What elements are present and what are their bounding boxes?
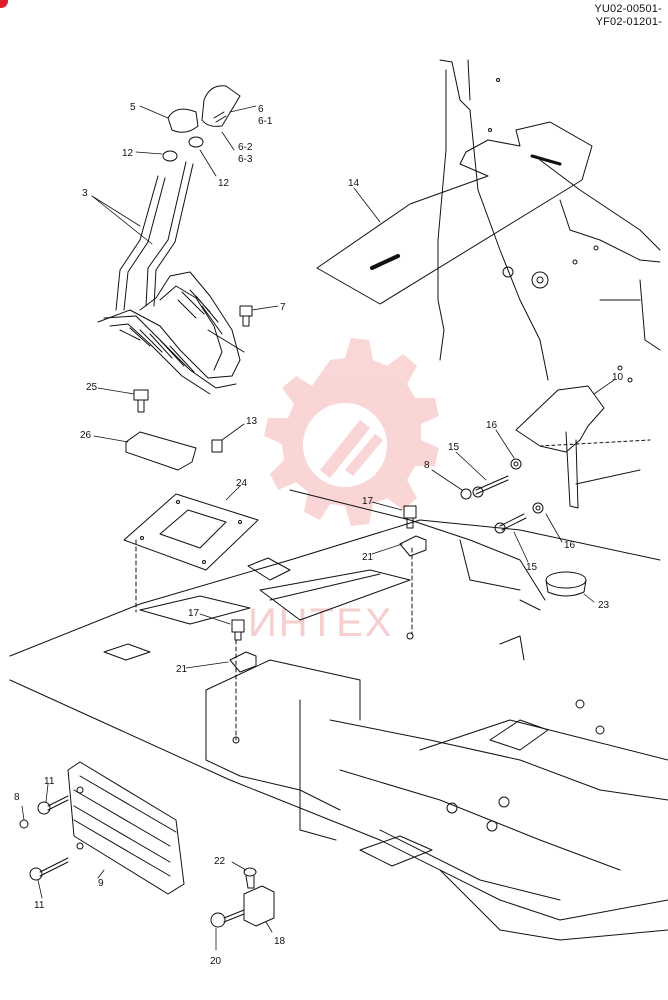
plate-14[interactable]: [316, 121, 593, 305]
callout-12-right: 12: [218, 178, 230, 189]
nut-12[interactable]: [162, 136, 204, 162]
bolt-25[interactable]: [133, 389, 149, 413]
cover-9[interactable]: [67, 761, 185, 895]
callout-labels: 5 6 6-1 12 6-2 6-3 12 3 14 7 25 10 13 26…: [14, 102, 624, 967]
callout-16-lower: 16: [564, 540, 576, 551]
plate-24[interactable]: [123, 493, 259, 571]
callout-17-upper: 17: [362, 496, 374, 507]
grip-6[interactable]: [201, 85, 241, 127]
bolt-20[interactable]: [210, 909, 245, 928]
part-code-1: YU02-00501-: [594, 3, 662, 15]
callout-15-lower: 15: [526, 562, 538, 573]
bolt-7[interactable]: [239, 305, 253, 327]
callout-16-upper: 16: [486, 420, 498, 431]
callout-26: 26: [80, 430, 92, 441]
part-code-2: YF02-01201-: [595, 16, 662, 28]
washer-16-lower[interactable]: [532, 502, 544, 514]
callout-8-upper: 8: [424, 460, 430, 471]
callout-8-lower: 8: [14, 792, 20, 803]
bracket-10[interactable]: [515, 385, 651, 509]
red-corner-badge: [0, 0, 8, 8]
foot-pedal[interactable]: [97, 271, 245, 395]
callout-15-upper: 15: [448, 442, 460, 453]
callout-6-2: 6-2: [238, 142, 253, 153]
bolt-11-lower[interactable]: [29, 857, 69, 881]
callout-25: 25: [86, 382, 98, 393]
bracket-18[interactable]: [243, 885, 275, 927]
bolt-22[interactable]: [243, 867, 257, 889]
callout-5: 5: [130, 102, 136, 113]
callout-6: 6: [258, 104, 264, 115]
watermark-text: ИНТЕХ: [248, 601, 393, 645]
callout-20: 20: [210, 956, 222, 967]
washer-16-upper[interactable]: [510, 458, 522, 470]
watermark-gear-icon: [264, 338, 439, 526]
plate-26[interactable]: [125, 431, 197, 471]
callout-22: 22: [214, 856, 226, 867]
nut-13[interactable]: [211, 439, 223, 453]
callout-6-1: 6-1: [258, 116, 273, 127]
callout-11-upper: 11: [44, 776, 55, 787]
screw-8-upper[interactable]: [460, 488, 472, 500]
callout-6-3: 6-3: [238, 154, 253, 165]
bolt-15-lower[interactable]: [494, 513, 527, 534]
floor-frame: [9, 489, 668, 941]
clip-21-upper[interactable]: [399, 535, 427, 557]
callout-9: 9: [98, 878, 104, 889]
callout-11-lower: 11: [34, 900, 45, 911]
callout-7: 7: [280, 302, 286, 313]
bolt-17-upper[interactable]: [403, 505, 417, 529]
bolt-17-lower[interactable]: [231, 619, 245, 641]
callout-23: 23: [598, 600, 610, 611]
callout-14: 14: [348, 178, 360, 189]
callout-21-lower: 21: [176, 664, 188, 675]
knob-5[interactable]: [167, 108, 199, 133]
callout-17-lower: 17: [188, 608, 200, 619]
lever-assembly-3[interactable]: [115, 161, 194, 311]
bolt-15-upper[interactable]: [472, 475, 509, 498]
leader-lines: [21, 105, 615, 951]
callout-24: 24: [236, 478, 248, 489]
callout-21-upper: 21: [362, 552, 374, 563]
callout-10: 10: [612, 372, 624, 383]
callout-13: 13: [246, 416, 258, 427]
clip-21-lower[interactable]: [229, 651, 257, 673]
callout-3: 3: [82, 188, 88, 199]
screw-8-lower[interactable]: [19, 819, 29, 829]
plug-23[interactable]: [545, 571, 587, 597]
callout-18: 18: [274, 936, 286, 947]
cab-structure: [437, 59, 661, 383]
callout-12-left: 12: [122, 148, 134, 159]
bolt-11-upper[interactable]: [37, 795, 69, 815]
